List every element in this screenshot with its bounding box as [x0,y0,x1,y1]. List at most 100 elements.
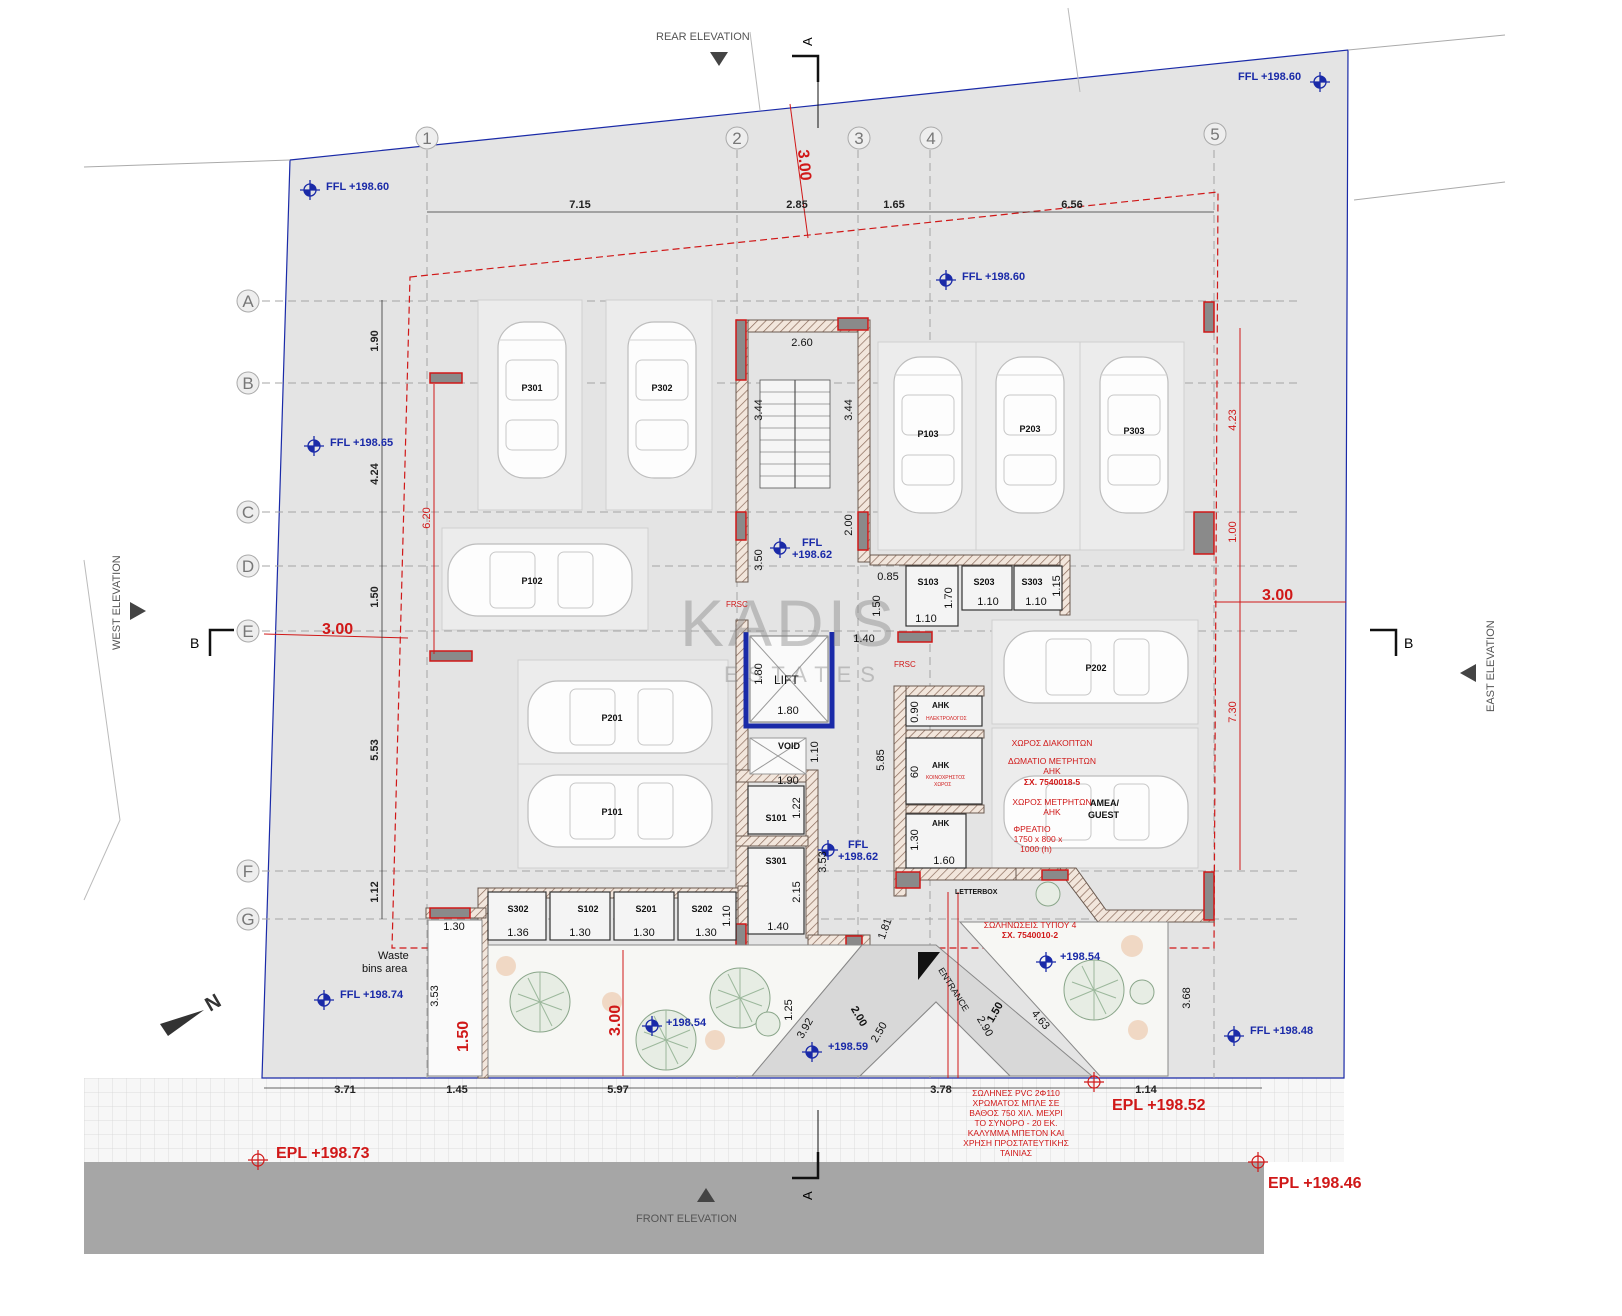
core-dim-33: 1.30 [443,921,464,933]
core-dim-3: 3.44 [843,399,855,420]
parking-p103: P103 [917,429,938,439]
core-dim-1: 2.60 [791,337,812,349]
core-dim-41: 3.68 [1181,987,1193,1008]
core-dim-32: 1.10 [721,905,733,926]
dim-bottom-3: 5.97 [607,1084,628,1096]
epl-east: EPL +198.52 [1112,1097,1206,1114]
parking-p302: P302 [651,383,672,393]
grid-G: G [241,910,254,929]
grid-3: 3 [854,129,863,148]
frsc-label-1: FRSC [726,600,748,609]
core-dim-8: 1.40 [853,633,874,645]
core-dim-26: 1.30 [909,829,921,850]
core-dim-34: 1.25 [783,999,795,1020]
core-dim-23: 1.10 [1025,596,1046,608]
core-dim-30: 1.30 [633,927,654,939]
parking-p303: P303 [1123,426,1144,436]
parking-p301: P301 [521,383,542,393]
ahk-1: AHK [932,701,950,710]
storage-s103: S103 [917,577,938,587]
dim-top-4: 6.56 [1061,199,1082,211]
parking-p203: P203 [1019,424,1040,434]
storage-s202: S202 [691,904,712,914]
storage-s102: S102 [577,904,598,914]
amea-label: AMEA/ [1090,798,1119,808]
pavement [84,1078,1344,1162]
grid-1: 1 [422,129,431,148]
ahk-3: AHK [932,819,950,828]
ffl-top-right: FFL +198.60 [1238,71,1301,83]
parking-p101: P101 [601,807,622,817]
grid-5: 5 [1210,125,1219,144]
ffl-core-label: FFL [802,537,822,549]
storage-s301: S301 [765,856,786,866]
watermark-brand: KADIS [680,586,898,660]
core-dim-22: 1.15 [1051,575,1063,596]
level-garden-west: +198.54 [666,1017,707,1029]
north-arrow-icon [160,1010,204,1036]
ffl-south-east: FFL +198.48 [1250,1025,1313,1037]
ffl-mid-top: FFL +198.60 [962,271,1025,283]
note-switch-room: ΧΩΡΟΣ ΔΙΑΚΟΠΤΩΝ [1012,738,1093,748]
section-a-bottom: A [800,1191,815,1200]
grid-A: A [242,292,254,311]
core-dim-13: 5.85 [875,749,887,770]
dim-left-2: 4.24 [369,462,381,484]
parking-p202: P202 [1085,663,1106,673]
core-dim-5: 3.50 [753,549,765,570]
dim-right-1: 4.23 [1227,409,1239,430]
ffl-west: FFL +198.65 [330,437,393,449]
garden-east [958,921,1169,1077]
dim-top-3: 1.65 [883,199,904,211]
core-dim-16: 1.40 [767,921,788,933]
ffl-core-value: +198.62 [792,549,832,561]
pipe-note-7: ΤΑΙΝΙΑΣ [1000,1148,1032,1158]
core-dim-11: 1.10 [809,741,821,762]
core-dim-42: 3.53 [429,985,441,1006]
east-elevation-label: EAST ELEVATION [1485,620,1497,712]
storage-s303: S303 [1021,577,1042,587]
core-dim-27: 1.60 [933,855,954,867]
lift-label: LIFT [774,673,799,687]
note-pit-1: ΦΡΕΑΤΙΟ [1013,824,1051,834]
core-dim-14: 1.22 [791,797,803,818]
storage-s101: S101 [765,813,786,823]
ahk-2-sub2: ΧΩΡΟΣ [934,782,951,788]
core-dim-24: 0.90 [909,701,921,722]
section-b-right: B [1404,635,1413,651]
storage-s203: S203 [973,577,994,587]
section-a-top: A [800,37,815,46]
setback-north: 3.00 [794,149,814,182]
grid-B: B [242,374,253,393]
storage-s201: S201 [635,904,656,914]
grid-2: 2 [732,129,741,148]
dim-setback-620: 6.20 [421,507,433,528]
core-dim-4: 2.00 [843,514,855,535]
waste-bins-area [427,919,483,1077]
core-dim-29: 1.30 [569,927,590,939]
pipe-note-1: ΣΩΛΗΝΕΣ PVC 2Φ110 [972,1088,1060,1098]
setback-waste: 1.50 [455,1021,472,1052]
dim-left-1: 1.90 [369,330,381,351]
letterbox-label: LETTERBOX [955,889,998,896]
dim-bottom-2: 1.45 [446,1084,467,1096]
rear-elevation-label: REAR ELEVATION [656,31,750,43]
core-dim-6: 0.85 [877,571,898,583]
dim-left-4: 5.53 [369,739,381,760]
pipe-note-2: ΧΡΩΜΑΤΟΣ ΜΠΛΕ ΣΕ [973,1098,1060,1108]
frsc-label-2: FRSC [894,660,916,669]
note-meter-room-1: ΔΩΜΑΤΙΟ ΜΕΤΡΗΤΩΝ [1008,756,1096,766]
grid-C: C [242,503,254,522]
guest-label: GUEST [1088,810,1120,820]
west-elevation-label: WEST ELEVATION [111,555,123,650]
core-dim-28: 1.36 [507,927,528,939]
note-pipes-2: ΣΧ. 7540010-2 [1002,930,1058,940]
grid-E: E [242,622,253,641]
level-garden-east: +198.54 [1060,951,1101,963]
dim-left-5: 1.12 [369,881,381,902]
epl-west: EPL +198.73 [276,1145,370,1162]
ffl-top-left: FFL +198.60 [326,181,389,193]
pipe-note-4: ΤΟ ΣΥΝΟΡΟ - 20 ΕΚ. [974,1118,1057,1128]
core-dim-19: 1.70 [943,587,955,608]
setback-east: 3.00 [1262,587,1293,604]
